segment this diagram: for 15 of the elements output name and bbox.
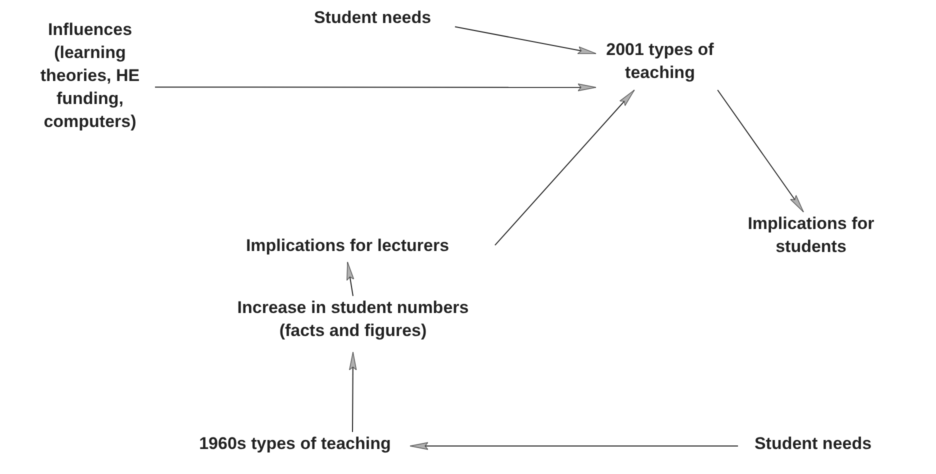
node-label: Implications for lecturers bbox=[200, 234, 495, 262]
arrow bbox=[494, 90, 635, 246]
arrow bbox=[410, 442, 738, 450]
arrow bbox=[154, 84, 596, 92]
node-label: Student needs bbox=[738, 432, 888, 460]
node-label: Implications for students bbox=[736, 212, 886, 264]
arrow bbox=[454, 26, 596, 54]
node-label: Increase in student numbers (facts and figures) bbox=[218, 296, 488, 352]
arrow bbox=[349, 352, 357, 432]
node-label: 1960s types of teaching bbox=[180, 432, 410, 460]
arrow bbox=[717, 90, 804, 212]
node-label: 2001 types of teaching bbox=[596, 38, 724, 90]
arrow bbox=[346, 262, 354, 296]
node-label: Student needs bbox=[290, 6, 455, 32]
node-label: Influences (learning theories, HE funding, computers) bbox=[25, 18, 155, 146]
